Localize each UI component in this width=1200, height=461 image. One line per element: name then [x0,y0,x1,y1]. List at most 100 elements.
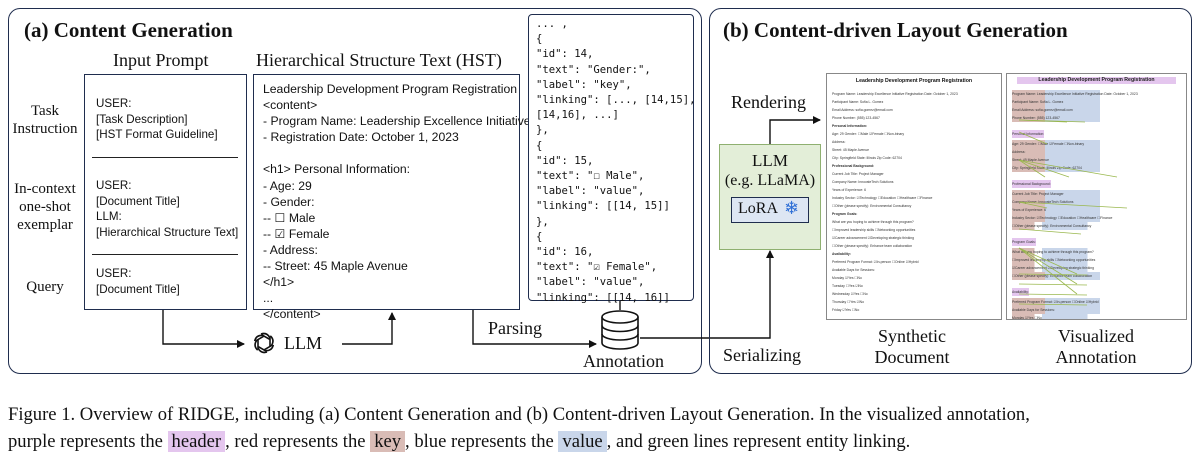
prompt-task-text: USER: [Task Description] [HST Format Gui… [96,97,218,141]
synthetic-doc-row: Phone Number: (555) 123-4567 [832,116,880,120]
value-legend-swatch: value [558,431,607,452]
llm-label: LLM [284,333,322,353]
visualized-doc-row: Phone Number: (555) 123-4567 [1012,114,1138,122]
visualized-doc-row: Availability: [1012,288,1029,296]
entity-linking-lines [1018,119,1128,306]
visualized-doc-row: Professional Background: [1012,180,1051,188]
panel-a-title: (a) Content Generation [24,18,233,42]
visualized-doc-row: Participant Name: Sofia L. Gomez [1012,98,1138,106]
synthetic-doc-row: Personal Information: [832,124,868,128]
visualized-doc-row: Years of Experience: 6 [1012,206,1138,214]
panel-b-title: (b) Content-driven Layout Generation [723,18,1068,42]
hst-text: Leadership Development Program Registrat… [263,82,531,322]
json-annotation-box [528,14,694,301]
llm-model-example: (e.g. LLaMA) [724,172,816,189]
visualized-doc-row: Personal Information: [1012,130,1045,138]
synthetic-doc-row: Tuesday ☐Yes ☑No [832,284,863,288]
synthetic-doc-row: Email Address: sofia.gomez@email.com [832,108,893,112]
llm-model-name: LLM [752,151,788,170]
prompt-divider-1 [92,157,238,158]
synthetic-doc-row: City: Springfield State: Illinois Zip Co… [832,156,902,160]
json-text: ... , { "id": 14, "text": "Gender:", "la… [536,18,696,304]
prompt-query-text: USER: [Document Title] [96,267,180,296]
visualized-doc-row: Program Goals: [1012,238,1036,246]
visualized-doc-row: Program Name: Leadership Excellence Init… [1012,90,1138,98]
figure-caption: Figure 1. Overview of RIDGE, including (… [8,401,1030,455]
visualized-doc-row: City: Springfield State: Illinois Zip Co… [1012,164,1138,172]
synthetic-doc-row: Years of Experience: 6 [832,188,866,192]
visualized-annotation-document: Leadership Development Program Registrat… [1006,73,1187,320]
synthetic-doc-row: Program Name: Leadership Excellence Init… [832,92,958,96]
visualized-doc-row: ☐Improved leadership skills ☐Networking … [1012,256,1138,264]
hst-box [253,74,520,310]
visualized-doc-row: Current Job Title: Project Manager [1012,190,1138,198]
rendering-arrow [769,116,821,144]
caption-line-2: purple represents the header, red repres… [8,431,911,452]
visualized-doc-row: ☐Other (please specify): Environmental C… [1012,222,1138,230]
snowflake-icon: ❄ [784,198,800,219]
synthetic-doc-row: ☐Other (please specify): Enhance team co… [832,244,913,248]
lora-label: LoRA [738,200,778,217]
visualized-doc-row: Preferred Program Format: ☑In-person ☐On… [1012,298,1138,306]
input-prompt-box [84,74,247,310]
synthetic-doc-row: Age: 29 Gender: ☐Male ☑Female ☐Non-binar… [832,132,905,136]
openai-logo-icon [253,332,275,354]
prompt-to-llm-arrow [162,310,245,348]
synthetic-doc-row: Street: 45 Maple Avenue [832,148,870,152]
visualized-doc-body: Program Name: Leadership Excellence Init… [1012,90,1138,319]
visualized-doc-row: Street: 45 Maple Avenue [1012,156,1138,164]
synthetic-doc-row: Friday ☑Yes ☐No [832,308,860,312]
serializing-label: Serializing [723,345,801,365]
synthetic-doc-row: Current Job Title: Project Manager [832,172,884,176]
synthetic-doc-row: Monday ☑Yes ☐No [832,276,862,280]
content-generation-panel [8,8,702,374]
prompt-exemplar-text: USER: [Document Title] LLM: [Hierarchica… [96,179,239,239]
visualized-doc-row: What are you hoping to achieve through t… [1012,248,1138,256]
synthetic-doc-row: Available Days for Sessions: [832,268,875,272]
synthetic-document: Leadership Development Program Registrat… [826,73,1002,320]
synthetic-doc-row: ☐Improved leadership skills ☐Networking … [832,228,916,232]
synthetic-doc-row: Address: [832,140,846,144]
synthetic-doc-row: Participant Name: Sofia L. Gomez [832,100,884,104]
visualized-doc-row: Company Name: InnovateTech Solutions [1012,198,1138,206]
header-legend-swatch: header [167,431,226,452]
visualized-doc-row: Industry Sector: ☑Technology ☐Education … [1012,214,1138,222]
synthetic-doc-row: Availability: [832,252,851,256]
layout-generation-panel [709,8,1192,374]
synthetic-doc-row: Company Name: InnovateTech Solutions [832,180,894,184]
caption-line-1: Figure 1. Overview of RIDGE, including (… [8,404,1030,425]
hst-header: Hierarchical Structure Text (HST) [256,50,502,70]
visualized-doc-row: ☐Other (please specify): Enhance team co… [1012,272,1138,280]
synthetic-doc-row: ☐Other (please specify): Environmental C… [832,204,912,208]
visualized-doc-row: Email Address: sofia.gomez@email.com [1012,106,1138,114]
visualized-doc-row: Monday ☑Yes ☐No [1012,314,1138,319]
llm-model-box: LLM (e.g. LLaMA) LoRA ❄ [719,144,821,250]
visualized-doc-row: Available Days for Sessions: [1012,306,1138,314]
synthetic-doc-row: Program Goals: [832,212,858,216]
parsing-label: Parsing [488,318,542,338]
synthetic-doc-row: Wednesday ☑Yes ☐No [832,292,868,296]
synthetic-doc-row: Professional Background: [832,164,875,168]
lora-box: LoRA ❄ [731,197,809,223]
synthetic-doc-row: Industry Sector: ☑Technology ☐Education … [832,196,933,200]
key-legend-swatch: key [370,431,406,452]
visualized-doc-row: Age: 29 Gender: ☐Male ☑Female ☐Non-binar… [1012,140,1138,148]
llm-to-hst-arrow [342,312,396,345]
synthetic-doc-row: What are you hoping to achieve through t… [832,220,914,224]
visualized-doc-row: ☑Career advancement ☑Developing strategi… [1012,264,1138,272]
synthetic-doc-row: ☑Career advancement ☑Developing strategi… [832,236,915,240]
visualized-doc-title: Leadership Development Program Registrat… [1017,77,1176,84]
database-icon [601,310,639,350]
synthetic-doc-title: Leadership Development Program Registrat… [855,78,973,84]
visualized-doc-row: Address: [1012,148,1138,156]
input-prompt-header: Input Prompt [113,50,209,70]
synthetic-doc-row: Thursday ☐Yes ☑No [832,300,864,304]
query-label: Query [26,279,64,295]
synthetic-doc-row: Preferred Program Format: ☑In-person ☐On… [832,260,919,264]
synthetic-doc-body: Program Name: Leadership Excellence Init… [832,90,958,314]
